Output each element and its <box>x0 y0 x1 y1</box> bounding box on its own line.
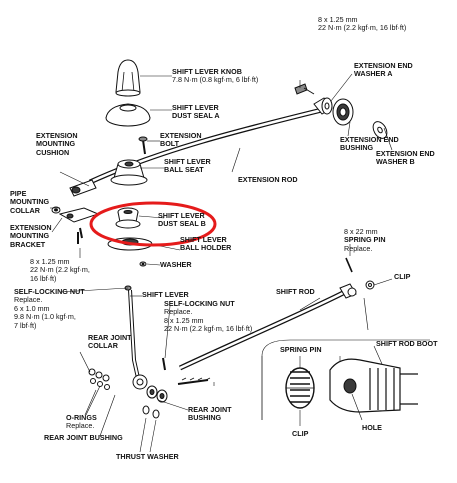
label-shift-rod: SHIFT ROD <box>276 287 315 296</box>
label-hole: HOLE <box>362 423 382 432</box>
label-shift-lever-dust-seal-b: SHIFT LEVER DUST SEAL B <box>158 211 206 229</box>
extension-mounting-cushion-part <box>69 179 97 197</box>
top-bolt-part <box>294 83 315 95</box>
label-inset-spring-pin: SPRING PIN <box>280 345 322 354</box>
shift-lever-knob-part <box>115 59 141 97</box>
thrust-washer-part <box>142 405 160 419</box>
washer-part <box>139 261 147 267</box>
label-extension-end-bushing: EXTENSION END BUSHING <box>340 135 399 153</box>
extension-bolt-part <box>138 136 148 155</box>
inset-clip-detail <box>261 356 315 426</box>
label-self-locking-nut-right: SELF-LOCKING NUT Replace. 8 x 1.25 mm 22… <box>164 299 253 334</box>
shift-lever-dust-seal-b-part <box>115 207 141 229</box>
extension-mounting-bracket-part <box>58 207 100 239</box>
label-rear-joint-collar: REAR JOINT COLLAR <box>88 333 132 351</box>
shift-lever-ball-seat-part <box>110 159 148 186</box>
label-inset-clip: CLIP <box>292 429 309 438</box>
label-self-locking-nut-left: SELF-LOCKING NUT Replace. 6 x 1.0 mm 9.8… <box>14 287 85 330</box>
label-pipe-mounting-collar: PIPE MOUNTING COLLAR <box>10 189 50 215</box>
shift-rod-part <box>178 283 357 371</box>
label-extension-rod: EXTENSION ROD <box>238 175 298 184</box>
shift-lever-dust-seal-a-part <box>105 103 151 127</box>
label-shift-lever-ball-holder: SHIFT LEVER BALL HOLDER <box>180 235 232 253</box>
label-left-bolt: 8 x 1.25 mm 22 N·m (2.2 kgf·m, 16 lbf·ft… <box>30 257 90 283</box>
label-extension-bolt: EXTENSION BOLT <box>160 131 202 149</box>
extension-end-washer-a-part <box>321 97 333 115</box>
label-rear-joint-bushing-left: REAR JOINT BUSHING <box>44 433 123 442</box>
label-clip: CLIP <box>394 272 411 281</box>
leader-lines <box>50 73 393 453</box>
highlight-ellipse <box>89 201 217 247</box>
label-o-rings: O-RINGS Replace. <box>66 413 97 431</box>
label-extension-mounting-bracket: EXTENSION MOUNTING BRACKET <box>10 223 52 249</box>
label-thrust-washer: THRUST WASHER <box>116 452 179 461</box>
extension-end-washer-b-part <box>372 121 388 139</box>
clip-part <box>365 280 375 290</box>
o-rings-part <box>88 368 110 390</box>
inset-boot-detail <box>329 345 418 421</box>
pipe-mounting-collar-part <box>51 206 61 214</box>
label-shift-lever-dust-seal-a: SHIFT LEVER DUST SEAL A <box>172 103 220 121</box>
label-extension-end-washer-a: EXTENSION END WASHER A <box>354 61 413 79</box>
label-top-bolt: 8 x 1.25 mm 22 N·m (2.2 kgf·m, 16 lbf·ft… <box>318 15 407 33</box>
label-shift-lever-knob: SHIFT LEVER KNOB 7.8 N·m (0.8 kgf·m, 6 l… <box>172 67 259 85</box>
label-shift-lever-ball-seat: SHIFT LEVER BALL SEAT <box>164 157 211 175</box>
label-extension-end-washer-b: EXTENSION END WASHER B <box>376 149 435 167</box>
extension-end-bushing-part <box>332 98 354 126</box>
label-rear-joint-bushing-right: REAR JOINT BUSHING <box>188 405 232 423</box>
spring-pin-part <box>345 257 353 273</box>
rear-joint-collar-part <box>146 385 168 403</box>
label-shift-rod-boot: SHIFT ROD BOOT <box>376 339 438 348</box>
rear-bolt-part <box>162 357 211 385</box>
label-washer: WASHER <box>160 260 192 269</box>
label-shift-lever: SHIFT LEVER <box>142 290 189 299</box>
label-spring-pin: 8 x 22 mm SPRING PIN Replace. <box>344 227 386 253</box>
label-extension-mounting-cushion: EXTENSION MOUNTING CUSHION <box>36 131 78 157</box>
